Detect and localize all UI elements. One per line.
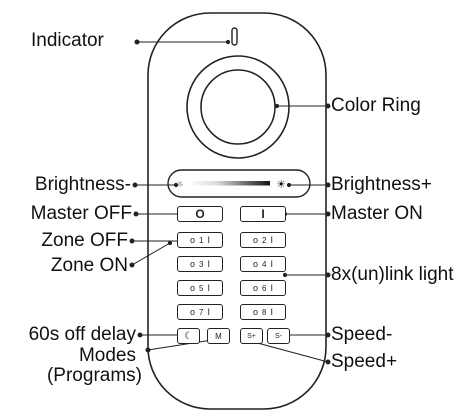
speed-plus-button[interactable]: S+ (240, 328, 263, 344)
zone-number: 6 (262, 283, 267, 293)
zone-on-glyph: I (207, 235, 210, 245)
modes-label-line1: Modes (78, 345, 136, 366)
speed-plus-label: Speed+ (331, 351, 398, 372)
zone-number: 7 (199, 307, 204, 317)
speed-minus-label: Speed- (331, 324, 393, 345)
zone-number: 8 (262, 307, 267, 317)
speed-plus-key-label: S+ (247, 332, 256, 340)
zone-number: 3 (199, 259, 204, 269)
speed-minus-button[interactable]: S- (267, 328, 290, 344)
master-on-button[interactable]: I (240, 206, 286, 222)
speed-minus-key-label: S- (275, 332, 282, 340)
zone-number: 1 (199, 235, 204, 245)
zone-on-glyph: I (270, 307, 273, 317)
zone-number: 2 (262, 235, 267, 245)
brightness-gradient (188, 181, 270, 186)
zone-on-glyph: I (270, 235, 273, 245)
zone-number: 5 (199, 283, 204, 293)
off-delay-button[interactable]: ☾ (177, 328, 200, 344)
zone-5-button[interactable]: o 5 I (177, 280, 223, 296)
zone-on-glyph: I (207, 283, 210, 293)
zone-1-button[interactable]: o 1 I (177, 232, 223, 248)
moon-icon: ☾ (184, 330, 193, 342)
zone-off-glyph: o (253, 259, 259, 269)
zone-on-glyph: I (207, 259, 210, 269)
zone-7-button[interactable]: o 7 I (177, 304, 223, 320)
zone-off-glyph: o (190, 283, 196, 293)
brightness-plus-label: Brightness+ (331, 174, 432, 195)
zone-on-label: Zone ON (50, 255, 128, 276)
zone-6-button[interactable]: o 6 I (240, 280, 286, 296)
link-light-label: 8x(un)link light (331, 264, 454, 285)
master-off-button[interactable]: O (177, 206, 223, 222)
zone-3-button[interactable]: o 3 I (177, 256, 223, 272)
master-off-label: Master OFF (30, 203, 132, 224)
brightness-high-icon: ☀ (276, 178, 286, 191)
zone-2-button[interactable]: o 2 I (240, 232, 286, 248)
zone-off-label: Zone OFF (41, 230, 128, 251)
master-on-label: Master ON (331, 203, 423, 224)
master-off-glyph: O (195, 207, 205, 221)
color-ring-label: Color Ring (331, 95, 421, 116)
zone-off-glyph: o (190, 307, 196, 317)
modes-label: Modes (Programs) (6, 346, 142, 386)
modes-button[interactable]: M (207, 328, 230, 344)
indicator-label: Indicator (31, 30, 104, 51)
zone-number: 4 (262, 259, 267, 269)
zone-4-button[interactable]: o 4 I (240, 256, 286, 272)
zone-off-glyph: o (253, 235, 259, 245)
zone-on-glyph: I (207, 307, 210, 317)
modes-label-line2: (Programs) (46, 365, 142, 386)
modes-key-label: M (215, 331, 222, 341)
zone-off-glyph: o (253, 307, 259, 317)
zone-8-button[interactable]: o 8 I (240, 304, 286, 320)
zone-on-glyph: I (270, 259, 273, 269)
brightness-low-icon: ☼ (176, 180, 183, 189)
master-on-glyph: I (261, 207, 265, 221)
brightness-minus-label: Brightness- (34, 174, 131, 195)
zone-off-glyph: o (190, 259, 196, 269)
indicator-led (231, 27, 238, 46)
zone-on-glyph: I (270, 283, 273, 293)
zone-off-glyph: o (253, 283, 259, 293)
off-delay-label: 60s off delay (28, 324, 136, 345)
color-ring-inner (200, 69, 276, 145)
zone-off-glyph: o (190, 235, 196, 245)
